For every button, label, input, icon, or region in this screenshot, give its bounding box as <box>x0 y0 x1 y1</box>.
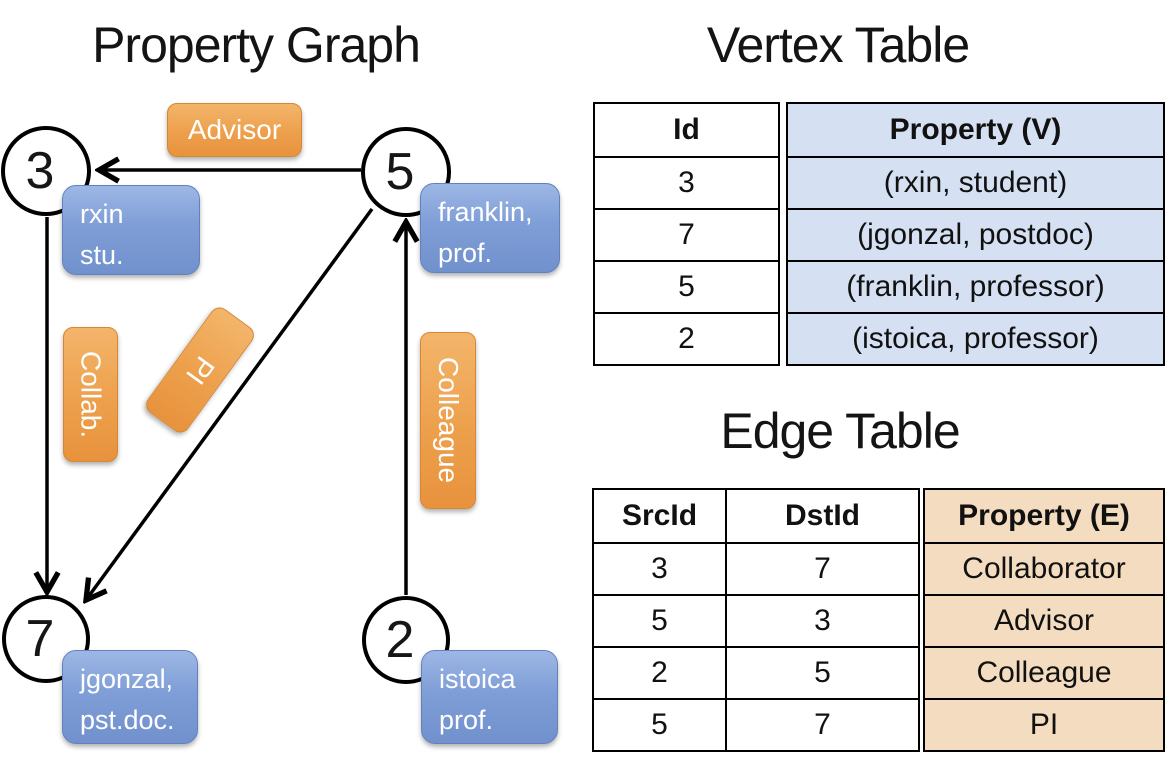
edge-table-srcid-cell: 5 <box>594 698 725 750</box>
vertex-table-id-header: Id <box>673 113 700 146</box>
vertex-table-property-cell: (rxin, student) <box>788 156 1163 208</box>
vertex-label-rxin: rxin stu. <box>62 185 200 275</box>
vertex-label-line: istoica <box>439 664 516 694</box>
edge-table-dstid-cell: 7 <box>727 698 918 750</box>
graph-node-5: 5 <box>361 127 451 217</box>
edge-table-dstid-cell: 3 <box>727 594 918 646</box>
vertex-label-istoica: istoica prof. <box>421 650 558 744</box>
edge-table-id-columns: SrcId 3 5 2 5 DstId 7 3 5 7 <box>592 488 920 752</box>
vertex-label-line: franklin, <box>438 197 533 227</box>
graph-node-2: 2 <box>362 596 450 684</box>
vertex-label-line: pst.doc. <box>80 704 175 735</box>
vertex-label-jgonzal: jgonzal, pst.doc. <box>62 650 198 744</box>
vertex-table-property-cell: (istoica, professor) <box>788 312 1163 364</box>
vertex-table-id-column: Id 3 7 5 2 <box>593 102 780 366</box>
vertex-table-property-cell: (franklin, professor) <box>788 260 1163 312</box>
edge-table-property-cell: Advisor <box>925 594 1163 646</box>
edge-table-dstid-column: DstId 7 3 5 7 <box>725 490 918 750</box>
edge-table-property-cell: PI <box>925 698 1163 750</box>
edge-table-property-cell: Collaborator <box>925 542 1163 594</box>
vertex-label-franklin: franklin, prof. <box>420 183 560 273</box>
edge-table-property-header: Property (E) <box>925 490 1163 542</box>
edge-table-srcid-cell: 2 <box>594 646 725 698</box>
vertex-table-id-cell: 7 <box>595 208 778 260</box>
vertex-table-id-cell: 2 <box>595 312 778 364</box>
edge-label-advisor: Advisor <box>167 103 302 157</box>
vertex-label-line: rxin <box>80 199 124 229</box>
edge-table-dstid-cell: 7 <box>727 542 918 594</box>
property-graph-title: Property Graph <box>92 17 421 73</box>
vertex-label-line: prof. <box>438 237 493 268</box>
edge-label-collab: Collab. <box>63 327 118 462</box>
edge-table-property-cell: Colleague <box>925 646 1163 698</box>
vertex-table-title: Vertex Table <box>706 17 970 73</box>
edge-table-dstid-cell: 5 <box>727 646 918 698</box>
vertex-table-property-cell: (jgonzal, postdoc) <box>788 208 1163 260</box>
vertex-table-id-cell: 5 <box>595 260 778 312</box>
vertex-table-property-column: Property (V) (rxin, student) (jgonzal, p… <box>786 102 1165 366</box>
edge-table-dstid-header: DstId <box>785 499 860 532</box>
vertex-label-line: prof. <box>439 704 494 735</box>
edge-label-colleague: Colleague <box>420 332 476 509</box>
edge-table-srcid-cell: 3 <box>594 542 725 594</box>
vertex-table-id-cell: 3 <box>595 156 778 208</box>
edge-table-property-column: Property (E) Collaborator Advisor Collea… <box>923 488 1165 752</box>
edge-table-srcid-header: SrcId <box>621 499 698 532</box>
vertex-label-line: stu. <box>80 239 124 270</box>
edge-table-title: Edge Table <box>720 403 960 459</box>
edge-table-srcid-column: SrcId 3 5 2 5 <box>594 490 725 750</box>
edge-table-srcid-cell: 5 <box>594 594 725 646</box>
vertex-table-property-header: Property (V) <box>788 104 1163 156</box>
vertex-label-line: jgonzal, <box>80 664 174 694</box>
graph-edges-canvas <box>0 0 585 760</box>
edge-5-to-7 <box>86 207 374 600</box>
